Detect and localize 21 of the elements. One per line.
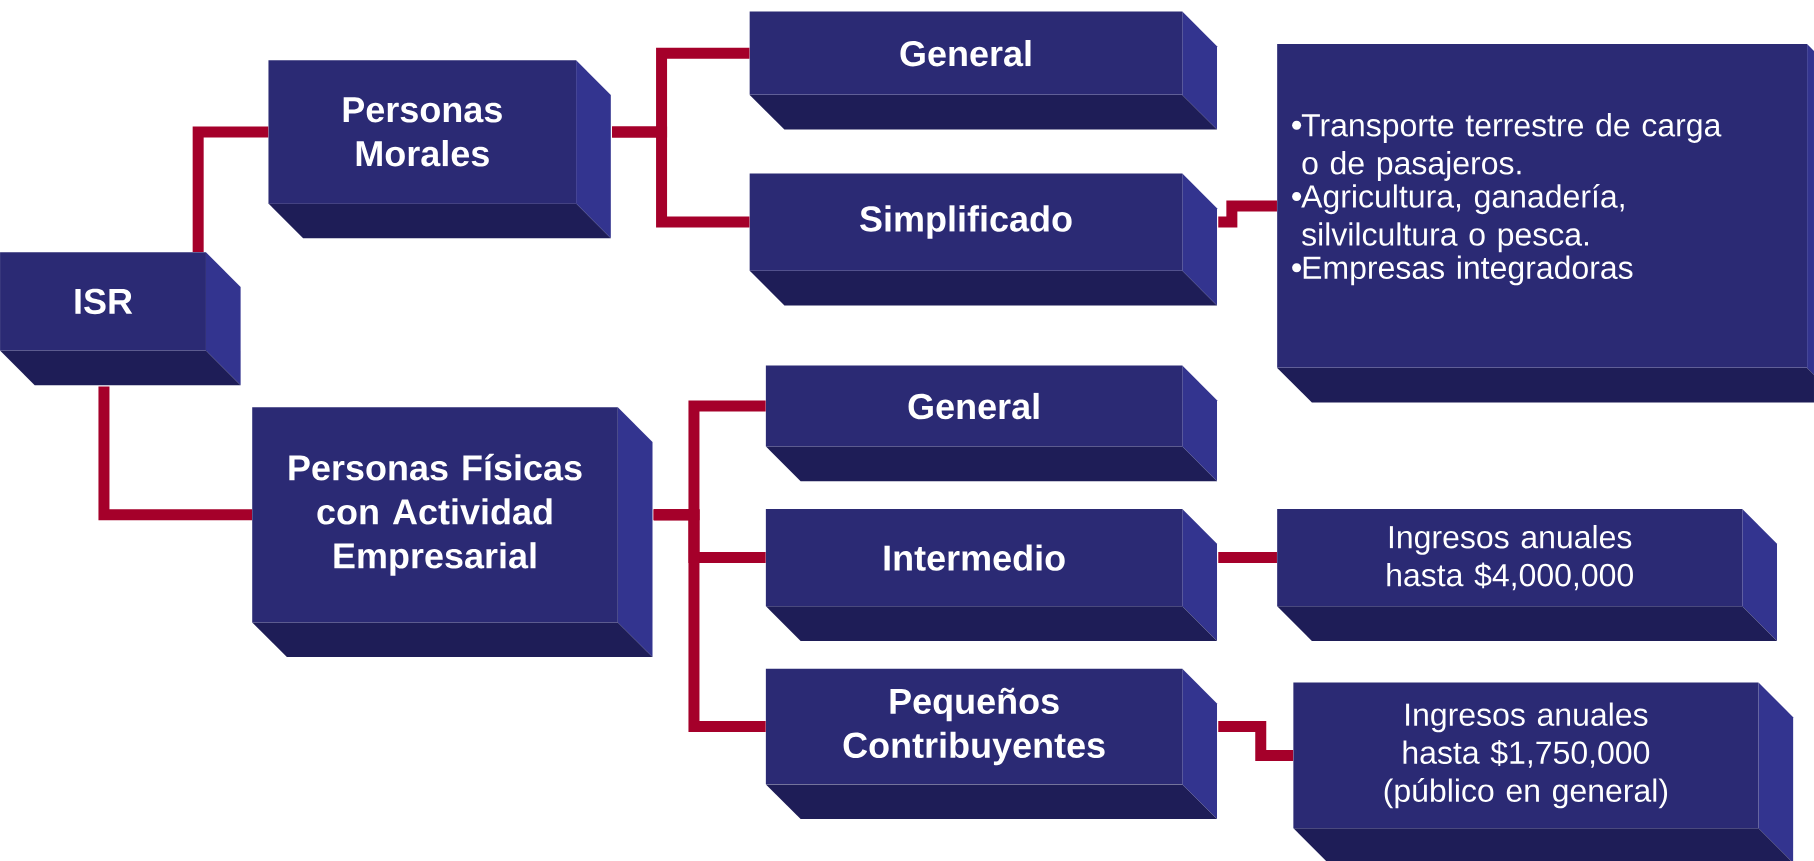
info-box: Ingresos anuales hasta $1,750,000 (público en general) [1293,682,1794,861]
list-item: Agricultura, ganadería, silvilcultura o pesca. [1301,183,1624,253]
connector-line [1218,552,1277,564]
category-box: Personas Morales [268,60,611,239]
category-box: ISR [0,252,241,386]
list-item: Transporte terrestre de carga o de pasajeros. [1301,113,1722,181]
category-box: Personas Físicas con Actividad Empresarial [252,407,653,658]
category-box: General [749,11,1217,130]
connector-line [653,509,766,732]
connector-line [1218,200,1277,228]
category-box: Intermedio [765,509,1217,641]
info-box [1277,43,1814,403]
list-item: Empresas integradoras [1303,255,1633,286]
category-box: General [765,365,1217,482]
connector-line [192,126,269,253]
connector-line [1218,721,1294,761]
category-box: Pequeños Contribuyentes [765,668,1217,820]
connector-line [612,126,750,228]
connector-line [98,386,252,521]
category-box: Simplificado [749,173,1217,306]
info-box: Ingresos anuales hasta $4,000,000 [1277,509,1777,641]
